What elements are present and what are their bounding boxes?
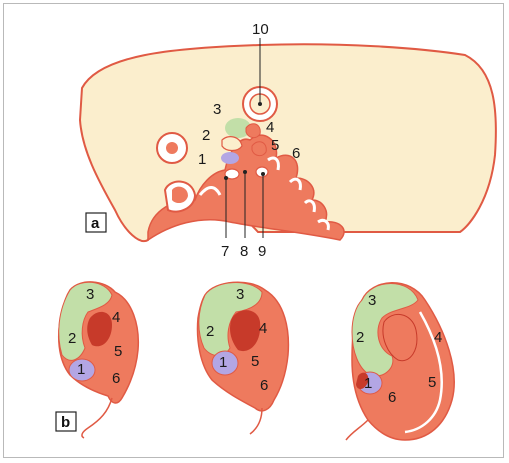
label-a-4: 4 [266,119,274,136]
label-b3-6: 6 [388,389,396,406]
ear-stage-2: 3 4 2 1 5 6 [198,282,289,434]
label-b2-4: 4 [259,320,267,337]
label-b1-4: 4 [112,309,120,326]
label-b2-1: 1 [219,354,227,371]
label-b1-2: 2 [68,330,76,347]
panel-b: 3 4 2 5 1 6 3 4 2 1 5 6 [56,282,454,440]
label-a-6: 6 [292,145,300,162]
ear-stage-3: 3 2 4 1 5 6 [346,283,454,440]
label-a-2: 2 [202,127,210,144]
label-a-8: 8 [240,243,248,260]
label-a-7: 7 [221,243,229,260]
label-a-9: 9 [258,243,266,260]
label-b3-2: 2 [356,329,364,346]
leader-8-dot [243,170,247,174]
label-b1-1: 1 [77,361,85,378]
otic-vesicle-dot [258,102,262,106]
leader-9-dot [261,172,265,176]
hillock-4 [246,124,260,138]
label-b3-1: 1 [364,375,372,392]
ear-2-tail [250,408,262,434]
panel-b-label: b [61,414,70,431]
small-vesicle-inner [166,142,178,154]
ear-1-tail [82,398,112,438]
label-a-1: 1 [198,151,206,168]
hillock-1-violet [221,152,239,164]
label-b2-5: 5 [251,353,259,370]
label-b2-6: 6 [260,377,268,394]
label-b3-3: 3 [368,292,376,309]
label-b3-5: 5 [428,374,436,391]
panel-a-label: a [91,215,100,232]
label-b1-5: 5 [114,343,122,360]
label-a-3: 3 [213,101,221,118]
hillock-5 [252,142,266,156]
label-b2-2: 2 [206,323,214,340]
label-b1-6: 6 [112,370,120,387]
ear-3-tail [346,420,368,440]
panel-a: 10 3 4 2 5 6 1 7 8 9 a [80,21,496,260]
label-a-5: 5 [271,137,279,154]
label-b1-3: 3 [86,286,94,303]
label-b3-4: 4 [434,329,442,346]
leader-7-dot [224,176,228,180]
label-a-10: 10 [252,21,269,38]
label-b2-3: 3 [236,286,244,303]
